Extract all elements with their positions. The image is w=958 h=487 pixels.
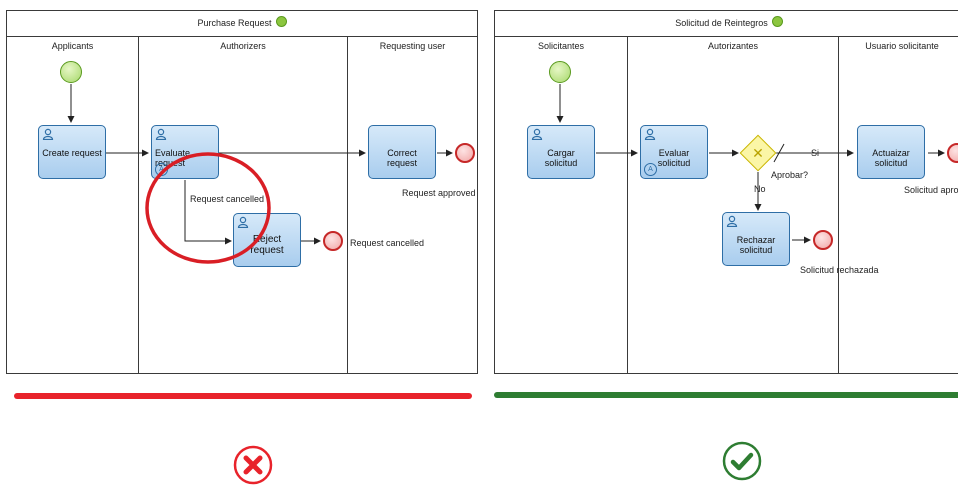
task-label: Evaluate request — [155, 148, 191, 168]
task-evaluate-request[interactable]: Evaluate request A — [151, 125, 219, 179]
task-evaluar-solicitud[interactable]: Evaluar solicitud A — [640, 125, 708, 179]
end-event-approved[interactable] — [455, 143, 475, 163]
left-pool-title: Purchase Request — [197, 18, 272, 28]
highlight-circle — [145, 152, 271, 264]
status-dot-icon — [771, 16, 783, 27]
right-pool-title: Solicitud de Reintegros — [675, 18, 768, 28]
lane-solicitantes: Solicitantes — [495, 36, 628, 373]
user-icon — [531, 128, 543, 140]
task-label: Evaluar solicitud — [657, 148, 691, 168]
lane-title-applicants: Applicants — [51, 41, 94, 51]
label-solicitud-aprobada: Solicitud aprobada — [904, 185, 958, 195]
incorrect-bar — [14, 393, 472, 399]
lane-title-requesting-user: Requesting user — [379, 41, 446, 51]
left-pool: Purchase Request Applicants Authorizers … — [6, 10, 478, 374]
task-actualizar-solicitud[interactable]: Actuaizar solicitud — [857, 125, 925, 179]
label-si: Si — [811, 148, 820, 158]
task-label: Correct request — [386, 148, 418, 168]
lane-requesting-user: Requesting user — [348, 36, 477, 373]
gateway-label-aprobar: Aprobar? — [771, 170, 809, 180]
task-correct-request[interactable]: Correct request — [368, 125, 436, 179]
task-label: Reject request — [250, 234, 284, 256]
user-icon — [726, 215, 738, 227]
task-label: Cargar solicitud — [544, 148, 578, 168]
label-solicitud-rechazada: Solicitud rechazada — [800, 265, 879, 275]
lane-usuario-solicitante: Usuario solicitante — [839, 36, 958, 373]
lane-applicants: Applicants — [7, 36, 139, 373]
start-event[interactable] — [60, 61, 82, 83]
lane-title-solicitantes: Solicitantes — [537, 41, 585, 51]
task-rechazar-solicitud[interactable]: Rechazar solicitud — [722, 212, 790, 266]
end-event-rechazada[interactable] — [813, 230, 833, 250]
end-event-cancelled[interactable] — [323, 231, 343, 251]
task-label: Rechazar solicitud — [736, 235, 776, 255]
gateway-x-icon: ✕ — [752, 145, 764, 161]
left-pool-header: Purchase Request — [7, 11, 477, 37]
right-pool-header: Solicitud de Reintegros — [495, 11, 958, 37]
label-request-approved: Request approved — [402, 188, 476, 198]
label-no: No — [754, 184, 766, 194]
task-cargar-solicitud[interactable]: Cargar solicitud — [527, 125, 595, 179]
cross-icon — [233, 445, 273, 485]
status-dot-icon — [275, 16, 287, 27]
user-icon — [644, 128, 656, 140]
lane-title-autorizantes: Autorizantes — [707, 41, 759, 51]
task-label: Create request — [42, 148, 102, 158]
user-icon — [155, 128, 167, 140]
user-icon — [42, 128, 54, 140]
right-pool: Solicitud de Reintegros Solicitantes Aut… — [494, 10, 958, 374]
task-create-request[interactable]: Create request — [38, 125, 106, 179]
lane-title-usuario-solicitante: Usuario solicitante — [865, 41, 939, 51]
lane-autorizantes: Autorizantes — [628, 36, 839, 373]
label-flow-request-cancelled: Request cancelled — [190, 194, 265, 204]
correct-bar — [494, 392, 958, 398]
lane-title-authorizers: Authorizers — [220, 41, 266, 51]
lane-authorizers: Authorizers — [139, 36, 348, 373]
subflow-icon: A — [644, 163, 657, 176]
checkmark-icon — [722, 441, 762, 481]
user-icon — [237, 216, 249, 228]
label-request-cancelled: Request cancelled — [350, 238, 425, 248]
end-event-aprobada[interactable] — [947, 143, 958, 163]
start-event[interactable] — [549, 61, 571, 83]
task-label: Actuaizar solicitud — [872, 148, 910, 168]
